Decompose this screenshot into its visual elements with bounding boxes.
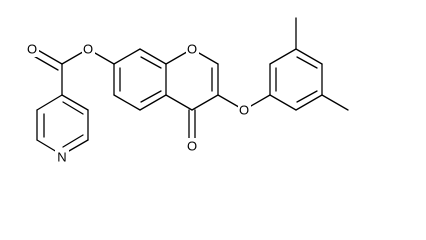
bond: [269, 94, 297, 111]
dimethylphenyl-ring: [269, 17, 349, 111]
bond: [31, 54, 59, 71]
atom-label-n-pyridine: N: [57, 150, 66, 165]
bond: [140, 56, 162, 69]
atom-label-o-ketone: O: [187, 139, 197, 154]
bond: [165, 94, 193, 111]
molecule-structure: O O O O O N: [26, 17, 349, 165]
bond: [296, 90, 318, 103]
pyranone-ring: [165, 48, 219, 141]
bond: [295, 94, 323, 111]
bond: [191, 94, 219, 111]
bond: [113, 48, 141, 65]
atom-labels: O O O O O N: [26, 41, 251, 165]
bond: [36, 94, 63, 111]
bond: [321, 94, 349, 111]
atom-label-o-ester: O: [83, 42, 93, 57]
bond: [61, 94, 89, 111]
bond: [35, 48, 63, 65]
bond: [139, 94, 167, 111]
molecule-canvas: O O O O O N: [26, 17, 349, 165]
bond: [139, 48, 167, 65]
bond: [113, 94, 141, 111]
bond: [295, 48, 323, 65]
benzo-ring: [113, 48, 167, 111]
ester-group: [31, 48, 115, 96]
bond: [62, 101, 84, 115]
atom-label-o-ring: O: [187, 42, 197, 57]
atom-label-o-ether: O: [239, 103, 249, 118]
bond: [140, 90, 162, 103]
pyridine-ring: [36, 94, 89, 156]
bond: [269, 48, 297, 65]
atom-label-o-carbonyl: O: [27, 42, 37, 57]
bond: [296, 56, 318, 69]
bond: [62, 134, 84, 148]
